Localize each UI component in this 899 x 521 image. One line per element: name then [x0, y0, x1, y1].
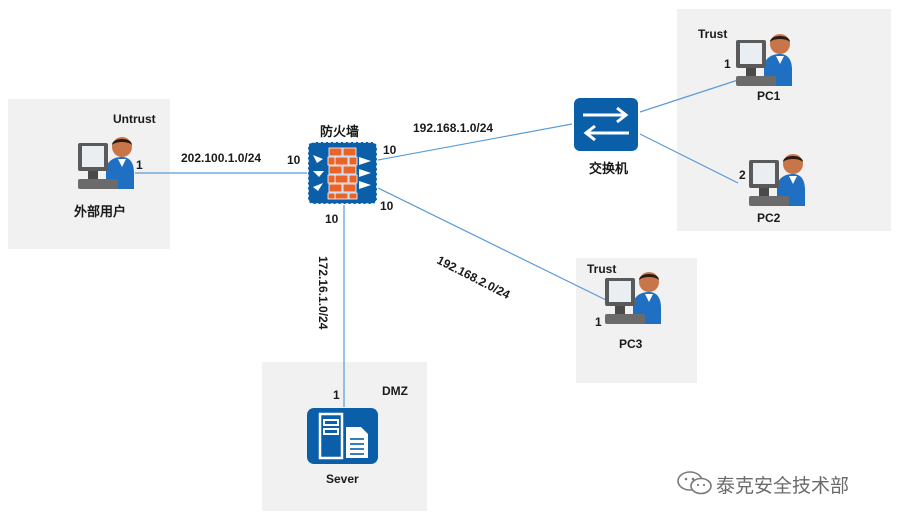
firewall-label: 防火墙 — [320, 124, 360, 139]
port-fw-lower-right: 10 — [380, 199, 394, 213]
link-pc1 — [639, 79, 739, 113]
subnet-label-dmz: 172.16.1.0/24 — [316, 256, 330, 330]
server-label: Sever — [326, 472, 359, 486]
link-switch — [377, 123, 573, 161]
port-pc2: 2 — [739, 168, 746, 182]
zone-label-trust-pc3: Trust — [587, 262, 617, 276]
pc2-label: PC2 — [757, 211, 781, 225]
switch-label: 交换机 — [589, 161, 629, 176]
port-pc1: 1 — [724, 57, 731, 71]
port-server: 1 — [333, 388, 340, 402]
zone-label-trust-top: Trust — [698, 27, 728, 41]
zone-label-dmz: DMZ — [382, 384, 408, 398]
pc1-label: PC1 — [757, 89, 781, 103]
pc3-user-icon[interactable] — [603, 268, 663, 328]
port-pc3: 1 — [595, 315, 602, 329]
port-fw-left: 10 — [287, 153, 301, 167]
pc3-label: PC3 — [619, 337, 643, 351]
server-icon[interactable] — [306, 407, 379, 465]
link-pc2 — [639, 133, 739, 184]
link-pc3 — [377, 187, 607, 301]
watermark-text: 泰克安全技术部 — [716, 476, 850, 497]
pc1-user-icon[interactable] — [734, 30, 794, 90]
port-fw-bottom: 10 — [325, 212, 339, 226]
external-user-icon[interactable] — [76, 133, 136, 193]
firewall-icon[interactable] — [307, 141, 378, 205]
subnet-label-trust1: 192.168.1.0/24 — [413, 121, 494, 135]
switch-icon[interactable] — [573, 97, 639, 152]
zone-label-untrust: Untrust — [113, 112, 156, 126]
subnet-label-untrust: 202.100.1.0/24 — [181, 151, 262, 165]
external-user-label: 外部用户 — [74, 204, 127, 219]
port-external-user: 1 — [136, 158, 143, 172]
pc2-user-icon[interactable] — [747, 150, 807, 210]
wechat-icon — [676, 470, 714, 501]
port-fw-right: 10 — [383, 143, 397, 157]
